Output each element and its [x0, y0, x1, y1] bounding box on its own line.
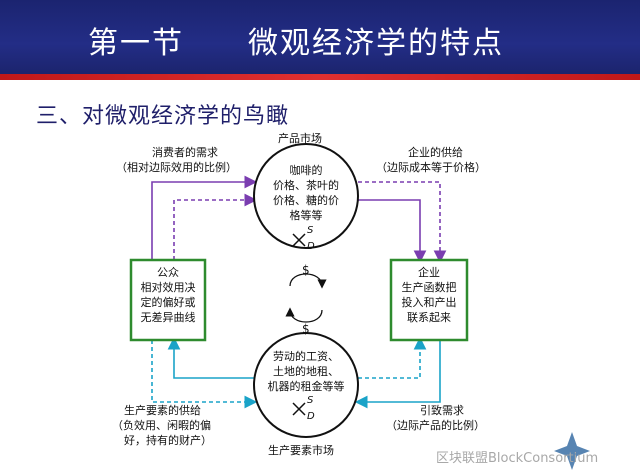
- product-prices-line-1: 咖啡的: [289, 164, 323, 177]
- factor-prices-line-2: 土地的地租、: [273, 365, 339, 378]
- public-box-line-1: 相对效用决: [140, 281, 196, 294]
- product-d-label: D: [307, 241, 315, 252]
- demand-arrow-outer: [151, 175, 258, 260]
- product-s-label: S: [307, 225, 314, 236]
- product-market-label: 产品市场: [278, 132, 322, 145]
- product-market-circle: [253, 143, 359, 249]
- money-symbol-bottom: $: [302, 322, 310, 336]
- watermark-logo-icon: [554, 432, 590, 470]
- money-symbol-top: $: [302, 263, 310, 277]
- product-prices-line-4: 格等等: [289, 209, 323, 222]
- factor-supply-label: 生产要素的供给: [124, 404, 201, 417]
- public-box-line-3: 无差异曲线: [140, 311, 196, 324]
- slide-subtitle: 三、对微观经济学的鸟瞰: [36, 104, 290, 129]
- factor-s-label: S: [307, 395, 314, 406]
- derived-demand-note: （边际产品的比例）: [386, 419, 485, 432]
- factor-market-circle: [253, 332, 359, 438]
- firm-box-line-2: 投入和产出: [401, 296, 457, 309]
- supply-arrow-outer: [358, 181, 447, 264]
- public-box: [129, 258, 207, 342]
- factor-supply-note-1: （负效用、闲暇的偏: [112, 419, 211, 432]
- factor-prices-line-1: 劳动的工资、: [273, 350, 339, 363]
- firm-supply-label: 企业的供给: [408, 146, 463, 159]
- watermark-text: 区块联盟BlockConsortium: [436, 451, 599, 466]
- money-loop-upper: [289, 273, 327, 289]
- product-prices-line-3: 价格、糖的价: [273, 194, 339, 207]
- title-stripe: [0, 74, 640, 80]
- consumer-demand-note: （相对边际效用的比例）: [116, 161, 237, 174]
- public-box-line-2: 定的偏好或: [140, 296, 196, 309]
- factor-prices-line-3: 机器的租金等等: [267, 380, 345, 393]
- firm-box: [389, 258, 469, 342]
- money-loop-lower: [285, 307, 323, 323]
- firm-box-line-1: 生产函数把: [401, 281, 457, 294]
- factor-market-label: 生产要素市场: [268, 444, 334, 457]
- derived-demand-label: 引致需求: [420, 404, 464, 417]
- derived-demand-arrow-outer: [354, 340, 441, 409]
- consumer-demand-label: 消费者的需求: [152, 146, 218, 159]
- factor-sd-symbol: [292, 402, 306, 416]
- factor-supply-arrow-inner: [167, 336, 254, 379]
- firm-supply-note: （边际成本等于价格）: [376, 161, 486, 174]
- product-sd-symbol: [292, 233, 306, 247]
- product-prices-line-2: 价格、茶叶的: [273, 179, 339, 192]
- supply-arrow-inner: [358, 199, 427, 264]
- public-box-title: 公众: [157, 266, 179, 279]
- firm-box-title: 企业: [418, 266, 440, 279]
- factor-supply-note-2: 好，持有的财产）: [124, 434, 212, 447]
- factor-d-label: D: [307, 411, 315, 422]
- factor-supply-arrow-outer: [151, 340, 258, 409]
- firm-box-line-3: 联系起来: [407, 311, 451, 324]
- slide-title: 第一节 微观经济学的特点: [88, 26, 504, 61]
- title-bar: 第一节 微观经济学的特点: [0, 0, 640, 80]
- derived-demand-arrow-inner: [358, 336, 427, 379]
- demand-arrow-inner: [173, 193, 258, 260]
